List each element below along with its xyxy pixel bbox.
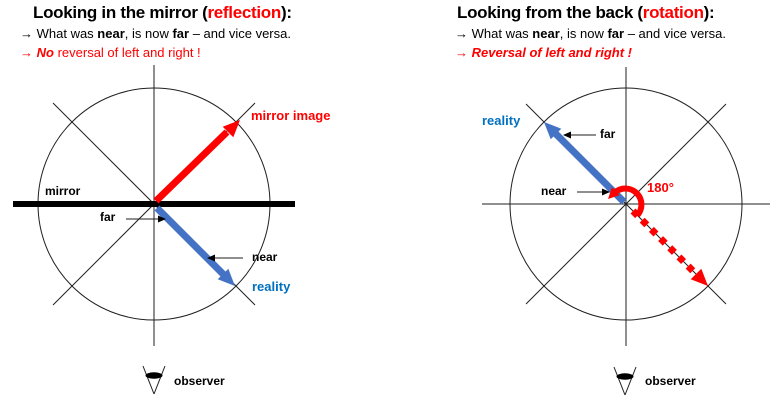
left-far-label: far xyxy=(100,210,116,224)
left-nf-near: near xyxy=(97,26,125,41)
right-near-pointer-head xyxy=(602,188,610,196)
right-nf-t2: , is now xyxy=(559,26,608,41)
left-nf-t1: → What was xyxy=(20,26,98,41)
left-reality-arrow-head xyxy=(217,268,235,286)
left-title-suffix: ): xyxy=(280,3,292,22)
right-nf-near: near xyxy=(532,26,560,41)
left-title-text: Looking in the mirror ( xyxy=(33,3,208,22)
right-title-text: Looking from the back ( xyxy=(457,3,643,22)
right-reversal-line: → Reversal of left and right ! xyxy=(455,45,632,61)
right-diagonal-sw-ne xyxy=(525,103,727,305)
right-nf-t1: → What was xyxy=(455,26,533,41)
left-panel-title: Looking in the mirror (reflection): xyxy=(33,3,292,23)
left-rev-rest: reversal of left and right ! xyxy=(53,45,201,60)
rotated-mirror-image-arrow-shaft xyxy=(630,208,700,278)
mirror-label: mirror xyxy=(45,184,81,198)
mirror-image-arrow-shaft xyxy=(153,129,230,204)
right-panel-title: Looking from the back (rotation): xyxy=(457,3,715,23)
left-nf-t2: , is now xyxy=(124,26,173,41)
right-reality-label: reality xyxy=(482,113,521,128)
left-reflection-diagram xyxy=(13,65,295,395)
left-nf-t3: – and vice versa. xyxy=(189,26,291,41)
right-far-pointer-head xyxy=(563,131,571,139)
rotation-angle-label: 180° xyxy=(647,180,674,195)
left-near-label: near xyxy=(252,250,278,264)
left-far-pointer-head xyxy=(158,215,166,223)
left-reversal-line: → No reversal of left and right ! xyxy=(20,45,201,61)
left-observer-label: observer xyxy=(174,374,225,388)
right-near-far-line: → What was near, is now far – and vice v… xyxy=(455,26,726,42)
left-reality-arrow-shaft xyxy=(154,205,227,278)
left-title-highlight: reflection xyxy=(207,3,281,22)
right-rotation-diagram xyxy=(482,67,770,396)
right-near-label: near xyxy=(541,184,567,198)
rotation-arc xyxy=(612,185,645,218)
rotated-mirror-image-arrow-head xyxy=(690,268,708,286)
right-observer-icon xyxy=(613,366,637,396)
right-reality-arrow-head xyxy=(544,122,562,140)
right-observer-label: observer xyxy=(645,374,696,388)
left-observer-icon xyxy=(142,365,166,395)
right-title-suffix: ): xyxy=(703,3,715,22)
mirror-image-label: mirror image xyxy=(251,108,331,123)
right-far-label: far xyxy=(600,127,616,141)
left-rev-arrow: → xyxy=(20,45,37,60)
right-title-highlight: rotation xyxy=(642,3,704,22)
mirror-image-arrow-head xyxy=(222,120,240,138)
right-rev-arrow: → xyxy=(455,45,472,60)
rotation-arc-head xyxy=(608,187,620,199)
right-nf-far: far xyxy=(607,26,625,41)
left-nf-far: far xyxy=(172,26,190,41)
left-reality-label: reality xyxy=(252,279,291,294)
right-rev-emph: Reversal of left and right ! xyxy=(471,45,632,60)
left-near-far-line: → What was near, is now far – and vice v… xyxy=(20,26,291,42)
right-nf-t3: – and vice versa. xyxy=(624,26,726,41)
left-rev-emph: No xyxy=(36,45,54,60)
left-near-pointer-head xyxy=(207,254,215,262)
